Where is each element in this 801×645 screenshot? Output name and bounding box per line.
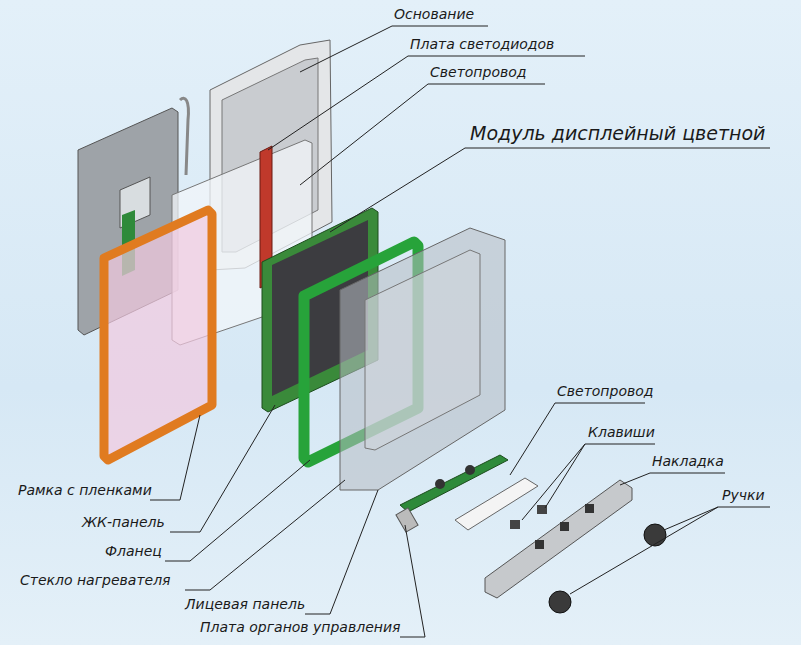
film-frame bbox=[104, 210, 212, 460]
module-title: Модуль дисплейный цветной bbox=[470, 122, 765, 145]
heater-glass bbox=[365, 250, 480, 450]
part-label: Светопровод bbox=[430, 64, 526, 81]
overlay-hole bbox=[535, 540, 544, 549]
leader-lines bbox=[150, 26, 770, 637]
light-guide-right bbox=[455, 478, 538, 530]
overlay-hole bbox=[585, 504, 594, 513]
part-label: Клавиши bbox=[588, 424, 655, 441]
key bbox=[510, 520, 520, 529]
overlay-hole bbox=[560, 522, 569, 531]
overlay bbox=[485, 480, 632, 598]
part-label: Светопровод bbox=[557, 383, 653, 400]
part-label: Плата светодиодов bbox=[410, 36, 554, 53]
part-label: Лицевая панель bbox=[185, 596, 305, 613]
part-label: Ручки bbox=[722, 487, 765, 504]
knob bbox=[549, 591, 571, 613]
part-label: Накладка bbox=[652, 453, 724, 470]
encoder bbox=[465, 465, 475, 475]
knob bbox=[644, 524, 666, 546]
encoder bbox=[435, 479, 445, 489]
part-label: ЖК-панель bbox=[82, 514, 165, 531]
part-label: Основание bbox=[394, 6, 474, 23]
part-label: Плата органов управления bbox=[200, 619, 400, 636]
face-panel bbox=[340, 228, 505, 490]
cable bbox=[180, 98, 188, 175]
part-label: Фланец bbox=[105, 543, 162, 560]
encoder-shaft bbox=[396, 508, 418, 532]
part-label: Стекло нагревателя bbox=[20, 572, 171, 589]
part-label: Рамка с пленками bbox=[18, 482, 152, 499]
